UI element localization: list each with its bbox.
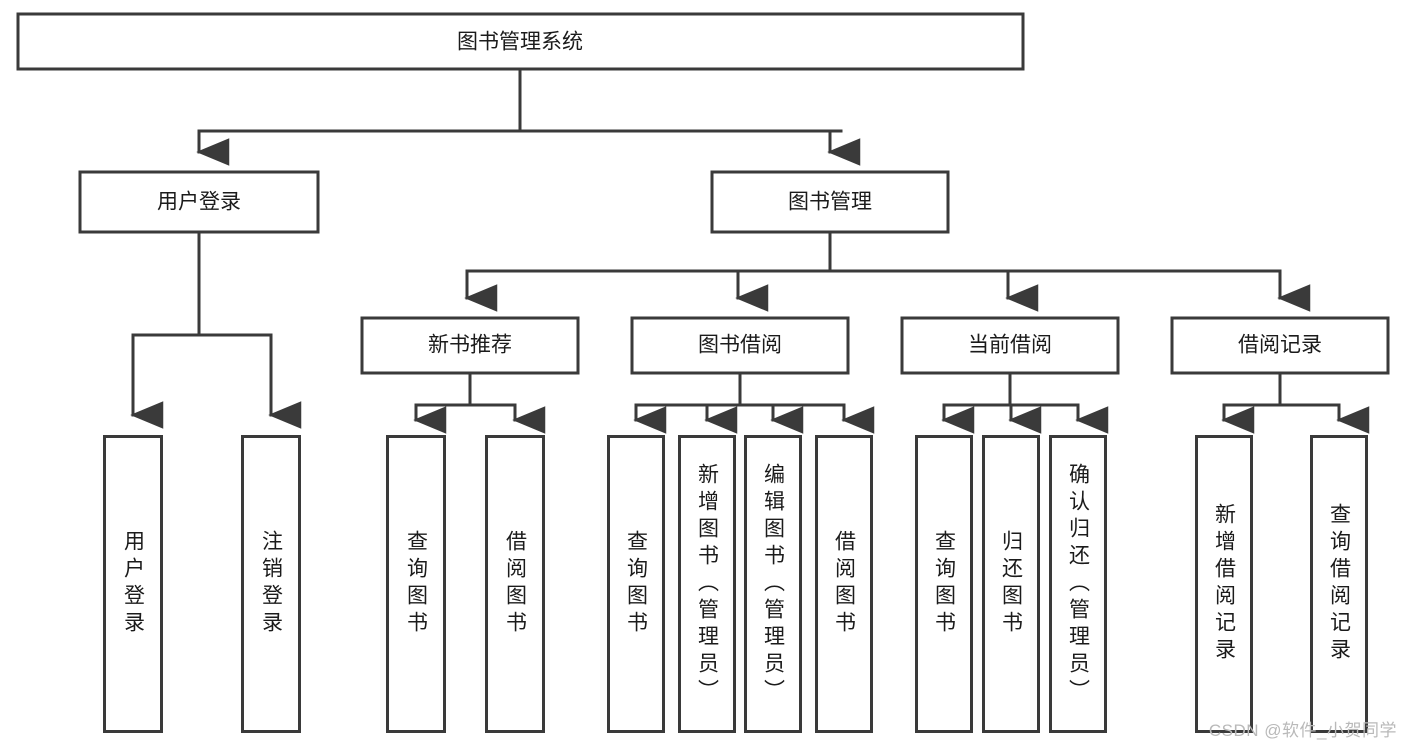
node-new-book-recommend-box [360,316,580,375]
node-borrow-records[interactable]: 借阅记录 [1170,316,1390,375]
node-user-login-box [78,170,320,234]
leaf-label: 查询图书 [932,530,956,638]
node-book-management[interactable]: 图书管理 [710,170,950,234]
node-current-borrow-box [900,316,1120,375]
leaf-label: 新增图书（管理员） [695,462,719,706]
watermark: CSDN @软件_小贺同学 [1208,721,1397,740]
connector-book-management-to-level3 [464,230,1311,312]
leaf-query-book-borrow[interactable]: 查询图书 [607,435,665,733]
node-root-box [16,12,1025,71]
leaf-label: 查询图书 [624,530,648,638]
node-book-management-label: 图书管理 [788,191,872,214]
leaf-edit-book-admin[interactable]: 编辑图书（管理员） [744,435,802,733]
node-user-login-label: 用户登录 [157,191,241,214]
leaf-add-book-admin[interactable]: 新增图书（管理员） [678,435,736,733]
leaf-borrow-book[interactable]: 借阅图书 [815,435,873,733]
connector-root-to-level2 [196,67,861,166]
node-root-label: 图书管理系统 [457,31,583,54]
leaf-label: 新增借阅记录 [1212,503,1236,665]
leaf-logout[interactable]: 注销登录 [241,435,301,733]
connector-borrow-records-to-leaves [1221,371,1370,434]
leaf-query-book-recommend[interactable]: 查询图书 [386,435,446,733]
leaf-label: 借阅图书 [503,530,527,638]
connector-new-book-recommend-to-leaves [413,371,546,434]
node-current-borrow[interactable]: 当前借阅 [900,316,1120,375]
leaf-borrow-book-recommend[interactable]: 借阅图书 [485,435,545,733]
leaf-label: 归还图书 [999,530,1023,638]
leaf-return-book[interactable]: 归还图书 [982,435,1040,733]
node-book-borrow-box [630,316,850,375]
leaf-label: 用户登录 [121,530,145,638]
connector-current-borrow-to-leaves [941,371,1109,434]
node-new-book-recommend-label: 新书推荐 [428,334,512,357]
leaf-label: 确认归还（管理员） [1066,462,1090,706]
node-current-borrow-label: 当前借阅 [968,334,1052,357]
leaf-label: 编辑图书（管理员） [761,462,785,706]
node-borrow-records-box [1170,316,1390,375]
node-new-book-recommend[interactable]: 新书推荐 [360,316,580,375]
leaf-query-book-current[interactable]: 查询图书 [915,435,973,733]
leaf-confirm-return-admin[interactable]: 确认归还（管理员） [1049,435,1107,733]
node-user-login[interactable]: 用户登录 [78,170,320,234]
leaf-label: 注销登录 [259,530,283,638]
leaf-label: 查询借阅记录 [1327,503,1351,665]
node-root[interactable]: 图书管理系统 [16,12,1025,71]
leaf-add-borrow-record[interactable]: 新增借阅记录 [1195,435,1253,733]
leaf-query-borrow-record[interactable]: 查询借阅记录 [1310,435,1368,733]
leaf-user-login[interactable]: 用户登录 [103,435,163,733]
connector-user-login-to-leaves [130,230,302,429]
node-book-borrow-label: 图书借阅 [698,334,782,357]
node-borrow-records-label: 借阅记录 [1238,334,1322,357]
leaf-label: 借阅图书 [832,530,856,638]
connector-book-borrow-to-leaves [633,371,875,434]
node-book-borrow[interactable]: 图书借阅 [630,316,850,375]
leaf-label: 查询图书 [404,530,428,638]
